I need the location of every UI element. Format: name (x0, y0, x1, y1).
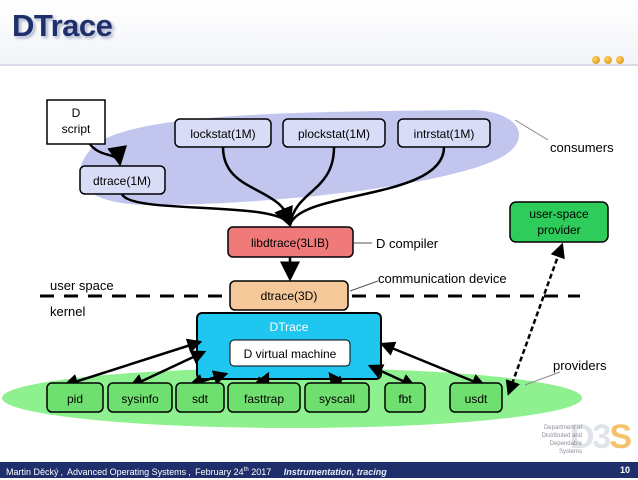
footer-left: Martin Děcký, Advanced Operating Systems… (6, 467, 387, 477)
footer-date-year: 2017 (251, 467, 272, 477)
decorative-dots (592, 56, 624, 64)
d-script-line1: D (72, 106, 81, 120)
provider-sdt-label: sdt (192, 392, 209, 406)
title-rule (0, 64, 638, 66)
provider-sdt-box (175, 382, 225, 413)
libdtrace-label: libdtrace(3LIB) (251, 236, 329, 250)
provider-fasttrap-label: fasttrap (244, 392, 284, 406)
kernel-usdt-arrow (379, 341, 487, 388)
usdt-userprovider-arrow (505, 242, 565, 396)
kernel-sdt-arrow (188, 370, 229, 389)
d-script-line2: script (62, 122, 91, 136)
dtrace-to-lib-curve (120, 193, 293, 228)
dscript-to-dtrace-arrow (88, 143, 127, 167)
user-space-provider-box (509, 201, 609, 243)
slide-title: DTrace (12, 8, 113, 43)
d3s-logo: D3S Department of Distributed and Depend… (528, 418, 632, 462)
provider-pid-box (46, 382, 104, 413)
providers-label: providers (553, 358, 607, 373)
d-compiler-label: D compiler (376, 236, 439, 251)
plockstat-label: plockstat(1M) (298, 127, 370, 141)
provider-usdt-box (449, 382, 503, 413)
dot-icon (592, 56, 600, 64)
communication-device-label: communication device (378, 271, 507, 286)
dtrace-kernel-title: DTrace (270, 320, 309, 334)
dvm-label: D virtual machine (244, 347, 337, 361)
kernel-syscall-arrow (328, 372, 344, 392)
d3s-logo-mark: D3S (569, 418, 632, 456)
intrstat-to-lib-curve (288, 146, 446, 226)
plockstat-to-lib-curve (288, 146, 336, 226)
dot-icon (616, 56, 624, 64)
dtrace-architecture-diagram: D script dtrace(1M) lockstat(1M) plockst… (2, 99, 614, 428)
provider-fbt-label: fbt (398, 392, 412, 406)
page-number: 10 (619, 465, 630, 475)
kernel-fasttrap-arrow (255, 371, 272, 394)
footer-date-suffix: th (243, 467, 249, 473)
kernel-sysinfo-arrow (128, 350, 207, 388)
consumers-label: consumers (550, 140, 614, 155)
d3s-logo-text: Department of Distributed and Dependable… (541, 425, 582, 455)
footer-author: Martin Děcký (6, 467, 59, 477)
comm-device-leader (349, 280, 379, 292)
footer-topic: Instrumentation, tracing (283, 467, 387, 477)
dvm-box (229, 339, 351, 367)
footer-date-month-day: February 24 (195, 467, 244, 477)
dtrace-device-label: dtrace(3D) (261, 289, 318, 303)
intrstat-label: intrstat(1M) (414, 127, 475, 141)
provider-fbt-box (384, 382, 426, 413)
provider-usdt-label: usdt (465, 392, 488, 406)
dot-icon (604, 56, 612, 64)
dtrace-device-box (229, 280, 349, 311)
provider-sysinfo-box (107, 382, 173, 413)
provider-pid-label: pid (67, 392, 83, 406)
lockstat-label: lockstat(1M) (190, 127, 255, 141)
provider-sysinfo-label: sysinfo (121, 392, 159, 406)
provider-syscall-box (304, 382, 370, 413)
dtrace-cmd-label: dtrace(1M) (93, 174, 151, 188)
provider-fasttrap-box (227, 382, 301, 413)
user-space-label: user space (50, 278, 114, 293)
title-bar: DTrace (0, 0, 638, 64)
d-script-box (46, 99, 106, 145)
kernel-label: kernel (50, 304, 86, 319)
user-space-provider-line1: user-space (529, 207, 589, 221)
footer-course: Advanced Operating Systems (67, 467, 187, 477)
lockstat-to-lib-curve (221, 146, 292, 226)
user-space-provider-line2: provider (537, 223, 580, 237)
provider-syscall-label: syscall (319, 392, 355, 406)
consumers-leader (514, 119, 549, 141)
footer-bar: Martin Děcký, Advanced Operating Systems… (0, 462, 638, 478)
